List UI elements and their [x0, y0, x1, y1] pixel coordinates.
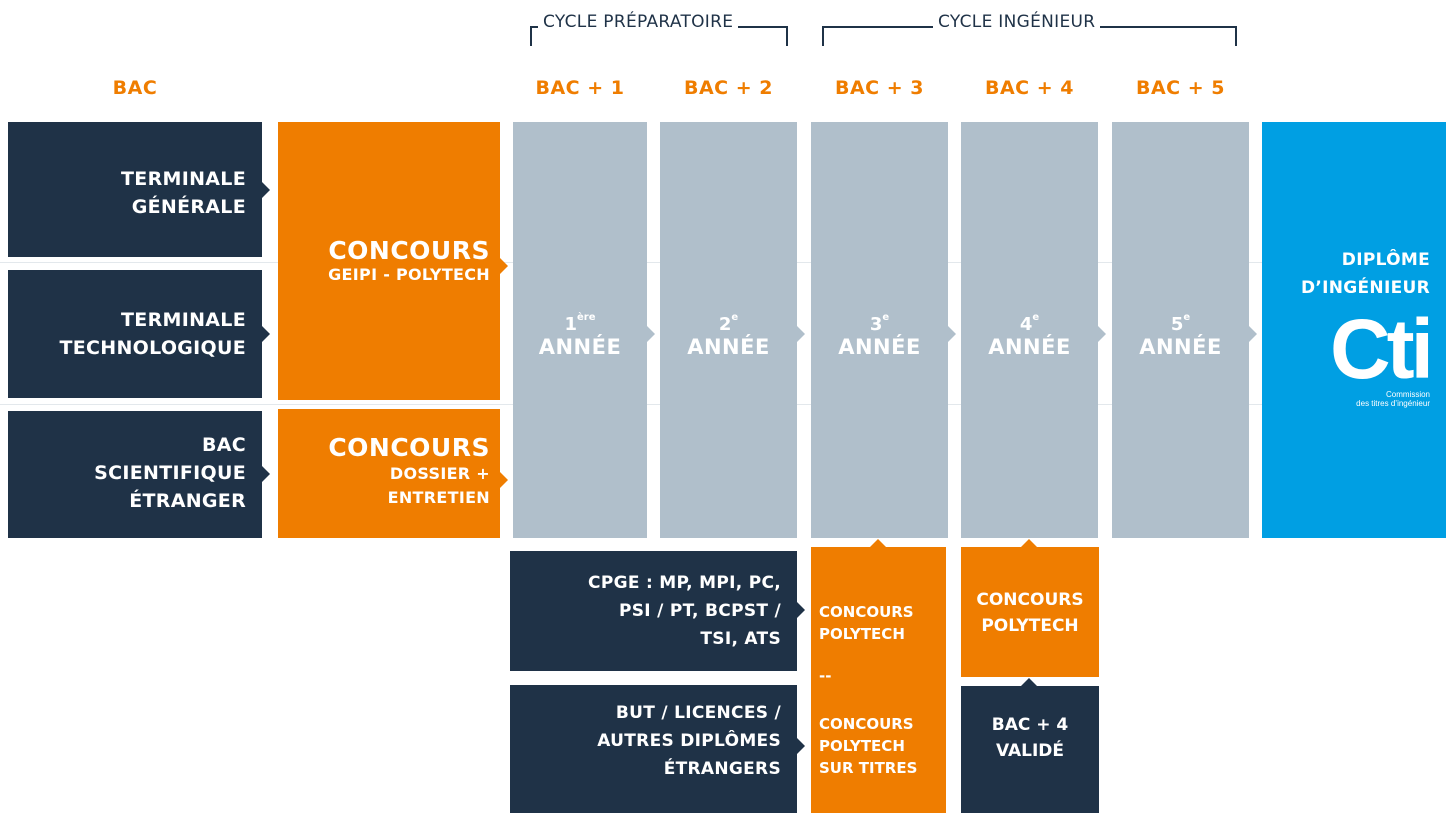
header-bac2: BAC + 2	[684, 77, 773, 99]
year-5-column: 5e ANNÉE	[1112, 122, 1249, 538]
arrow-right-icon	[797, 326, 805, 342]
arrow-right-icon	[500, 258, 508, 274]
year-4-number: 4e	[1019, 312, 1040, 335]
concours-polytech-bac4-label: CONCOURS POLYTECH	[976, 590, 1084, 636]
cpge-box: CPGE : MP, MPI, PC, PSI / PT, BCPST / TS…	[510, 551, 797, 671]
bac4-valide-box: BAC + 4 VALIDÉ	[961, 686, 1099, 813]
entry-terminale-generale: TERMINALE GÉNÉRALE	[8, 122, 262, 257]
year-1-label: ANNÉE	[538, 335, 622, 359]
arrow-right-icon	[1098, 326, 1106, 342]
cycle-preparatoire-label: CYCLE PRÉPARATOIRE	[538, 12, 739, 32]
arrow-right-icon	[797, 738, 805, 754]
entry-terminale-technologique-label: TERMINALE TECHNOLOGIQUE	[59, 309, 246, 359]
header-bac1: BAC + 1	[535, 77, 625, 99]
year-3-label: ANNÉE	[838, 335, 921, 359]
diplome-ingenieur: DIPLÔME D’INGÉNIEUR Cti Commission des t…	[1262, 122, 1446, 538]
arrow-up-icon	[870, 539, 886, 547]
header-bac3: BAC + 3	[835, 77, 924, 99]
entry-bac-etranger-label: BAC SCIENTIFIQUE ÉTRANGER	[94, 434, 246, 512]
arrow-right-icon	[262, 182, 270, 198]
arrow-up-icon	[1021, 678, 1037, 686]
concours-polytech-bac3-box: CONCOURS POLYTECH -- CONCOURS POLYTECH S…	[811, 547, 946, 813]
bac4-valide-label: BAC + 4 VALIDÉ	[991, 715, 1069, 761]
year-2-number: 2e	[718, 312, 739, 335]
concours-polytech-titres-label: CONCOURS POLYTECH SUR TITRES	[819, 715, 918, 777]
cpge-label: CPGE : MP, MPI, PC, PSI / PT, BCPST / TS…	[588, 573, 781, 649]
separator-dashes: --	[819, 667, 832, 685]
entry-bac-scientifique-etranger: BAC SCIENTIFIQUE ÉTRANGER	[8, 411, 262, 538]
header-bac: BAC	[112, 77, 158, 99]
arrow-right-icon	[262, 466, 270, 482]
but-licences-label: BUT / LICENCES / AUTRES DIPLÔMES ÉTRANGE…	[597, 703, 781, 779]
cti-logo-text: Cti	[1330, 302, 1434, 396]
arrow-up-icon	[1021, 539, 1037, 547]
concours-dossier-entretien: CONCOURS DOSSIER + ENTRETIEN	[278, 409, 500, 538]
but-licences-box: BUT / LICENCES / AUTRES DIPLÔMES ÉTRANGE…	[510, 685, 797, 813]
year-3-number: 3e	[869, 312, 890, 335]
concours-geipi-subtitle: GEIPI - POLYTECH	[328, 265, 490, 284]
arrow-right-icon	[1249, 326, 1257, 342]
cti-logo-caption: Commission des titres d’ingénieur	[1356, 390, 1430, 408]
entry-terminale-technologique: TERMINALE TECHNOLOGIQUE	[8, 270, 262, 398]
cti-logo: Cti Commission des titres d’ingénieur	[1310, 304, 1434, 412]
cycle-ingenieur-label: CYCLE INGÉNIEUR	[933, 12, 1101, 32]
year-1-column: 1ère ANNÉE	[513, 122, 647, 538]
header-bac4: BAC + 4	[985, 77, 1074, 99]
arrow-right-icon	[500, 472, 508, 488]
year-4-label: ANNÉE	[988, 335, 1071, 359]
year-4-column: 4e ANNÉE	[961, 122, 1098, 538]
year-2-label: ANNÉE	[687, 335, 770, 359]
arrow-right-icon	[262, 326, 270, 342]
entry-terminale-generale-label: TERMINALE GÉNÉRALE	[121, 168, 246, 218]
concours-geipi-title: CONCOURS	[328, 236, 490, 265]
concours-dossier-subtitle: DOSSIER + ENTRETIEN	[387, 464, 490, 507]
concours-polytech-bac3-label: CONCOURS POLYTECH	[819, 603, 914, 643]
arrow-right-icon	[797, 602, 805, 618]
concours-polytech-bac4-box: CONCOURS POLYTECH	[961, 547, 1099, 677]
diplome-title: DIPLÔME D’INGÉNIEUR	[1300, 250, 1430, 298]
year-3-column: 3e ANNÉE	[811, 122, 948, 538]
header-bac5: BAC + 5	[1136, 77, 1225, 99]
concours-dossier-title: CONCOURS	[328, 433, 490, 462]
year-5-number: 5e	[1170, 312, 1191, 335]
arrow-right-icon	[647, 326, 655, 342]
year-1-number: 1ère	[564, 312, 596, 335]
arrow-right-icon	[948, 326, 956, 342]
year-5-label: ANNÉE	[1139, 335, 1222, 359]
concours-geipi-polytech: CONCOURS GEIPI - POLYTECH	[278, 122, 500, 400]
year-2-column: 2e ANNÉE	[660, 122, 797, 538]
